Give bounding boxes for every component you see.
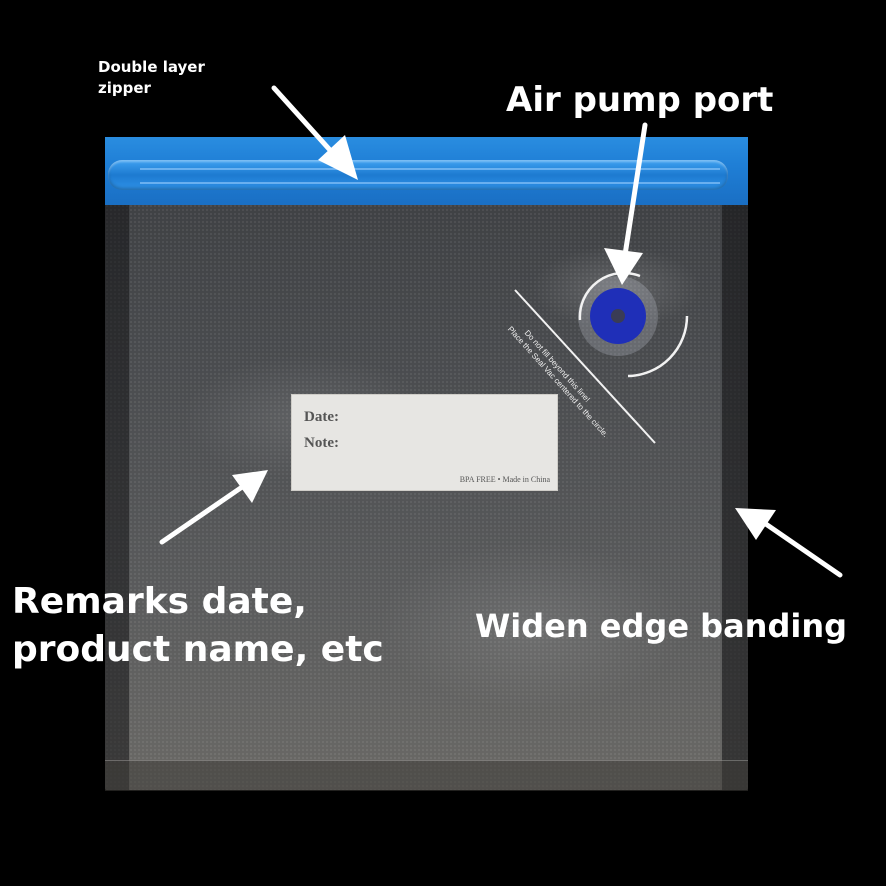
edge-banding-left [105,200,129,790]
zipper-ridge-1 [140,168,720,170]
zipper-ridge-2 [140,182,720,184]
zipper-track [108,160,728,190]
write-on-label: Date: Note: BPA FREE • Made in China [292,395,557,490]
label-footer: BPA FREE • Made in China [459,475,550,484]
label-date-field: Date: [304,409,339,425]
bag-embossed-texture [105,200,748,790]
valve-core [611,309,625,323]
arrow-icon-zipper [271,85,358,180]
edge-banding-bottom [105,760,748,791]
annotation-remarks: Remarks date, product name, etc [12,578,384,674]
annotation-zipper-line2: zipper [98,79,151,97]
valve-arc-top [578,271,641,321]
annotation-edge-banding: Widen edge banding [475,607,847,645]
annotation-air-pump: Air pump port [506,80,774,120]
valve-arc-bottom [627,315,689,378]
arrow-icon-pump [604,122,648,285]
arrow-icon-remarks [159,470,268,545]
annotation-remarks-line2: product name, etc [12,629,384,670]
label-note-field: Note: [304,435,339,451]
annotation-remarks-line1: Remarks date, [12,581,307,622]
annotation-zipper: Double layer zipper [98,57,205,99]
fill-line [514,289,656,444]
arrow-icon-edge [735,508,843,578]
edge-banding-right [722,200,748,790]
annotation-zipper-line1: Double layer [98,58,205,76]
